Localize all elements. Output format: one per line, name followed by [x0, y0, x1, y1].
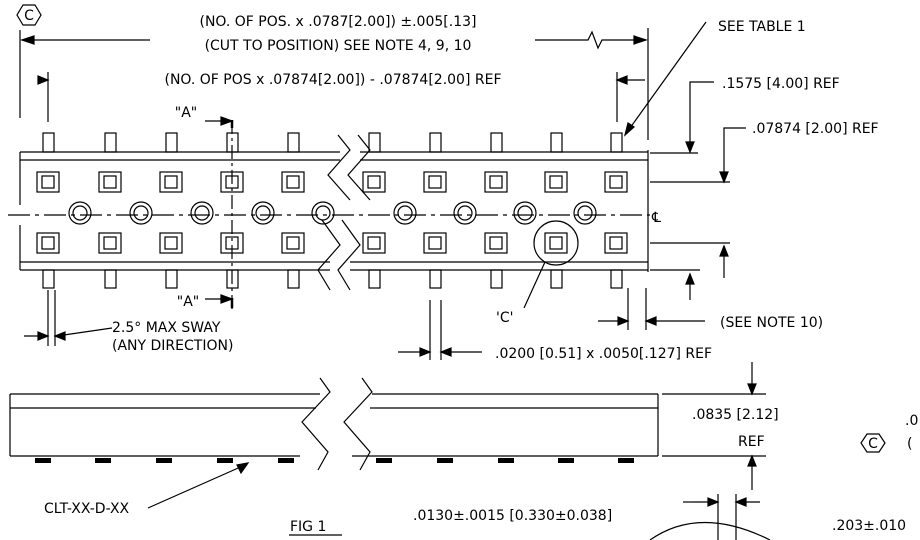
pitch-span-text: (NO. OF POS x .07874[2.00]) - .07874[2.0…	[165, 72, 502, 88]
connector-side-view	[9, 377, 659, 471]
height-value-text: .0835 [2.12]	[692, 407, 779, 423]
lead-diameter-text: .0130±.0015 [0.330±0.038]	[413, 508, 612, 524]
section-a-line: "A" "A"	[175, 105, 234, 310]
height-dimension: .0835 [2.12] REF	[662, 362, 779, 490]
end-offset-text: .1575 [4.00] REF	[722, 76, 840, 92]
row-pitch-text: .07874 [2.00] REF	[752, 121, 879, 137]
see-note10-text: (SEE NOTE 10)	[720, 315, 823, 331]
top-row-contacts	[36, 171, 628, 193]
bottom-row-contacts	[36, 232, 628, 254]
side-view-pins	[35, 458, 634, 463]
connector-top-view: ℄	[8, 134, 661, 291]
bottom-pins	[42, 269, 623, 289]
symbol-c-letter-top: C	[24, 8, 34, 24]
right-partial-annotations: .0 C ( .203±.010	[832, 413, 918, 534]
cut-to-position-text: (CUT TO POSITION) SEE NOTE 4, 9, 10	[205, 38, 472, 54]
detail-c-label: 'C'	[496, 310, 513, 326]
end-offset-dimension: .1575 [4.00] REF	[650, 76, 840, 154]
right-partial-text-1: .0	[905, 413, 918, 429]
overall-length-text: (NO. OF POS. x .0787[2.00]) ±.005[.13]	[200, 14, 477, 30]
alignment-holes	[68, 201, 597, 225]
fig-label: FIG 1	[289, 519, 342, 536]
right-partial-text-2: (	[907, 436, 912, 452]
see-table-leader: SEE TABLE 1	[623, 19, 806, 137]
part-number-text: CLT-XX-D-XX	[44, 501, 130, 517]
sway-text: 2.5° MAX SWAY	[112, 320, 221, 336]
fig-1-text: FIG 1	[290, 519, 326, 535]
row-pitch-dimension: .07874 [2.00] REF	[650, 121, 879, 300]
see-note10-dimension: (SEE NOTE 10)	[598, 288, 823, 331]
section-a-label-bottom: "A"	[177, 294, 199, 310]
bottom-partial-text: .203±.010	[832, 518, 906, 534]
symbol-c-letter-right: C	[868, 436, 878, 452]
pitch-span-dimension: (NO. OF POS x .07874[2.00]) - .07874[2.0…	[37, 72, 645, 122]
part-number-callout: CLT-XX-D-XX	[44, 462, 250, 517]
overall-length-dimension: (NO. OF POS. x .0787[2.00]) ±.005[.13] (…	[19, 14, 649, 140]
top-pins	[42, 132, 623, 153]
height-ref-text: REF	[738, 434, 765, 450]
detail-c-callout: 'C'	[496, 220, 579, 326]
section-a-label-top: "A"	[175, 105, 197, 121]
hexagon-c-symbol-top: C	[16, 4, 42, 26]
centerline-symbol: ℄	[651, 210, 661, 226]
pin-size-dimension: .0200 [0.51] x .0050[.127] REF	[398, 300, 712, 362]
sway-sub-text: (ANY DIRECTION)	[112, 338, 233, 354]
sway-dimension: 2.5° MAX SWAY (ANY DIRECTION)	[24, 290, 233, 354]
see-table-text: SEE TABLE 1	[718, 19, 806, 35]
pin-size-text: .0200 [0.51] x .0050[.127] REF	[495, 346, 712, 362]
lead-diameter-dimension: .0130±.0015 [0.330±0.038]	[413, 494, 771, 540]
